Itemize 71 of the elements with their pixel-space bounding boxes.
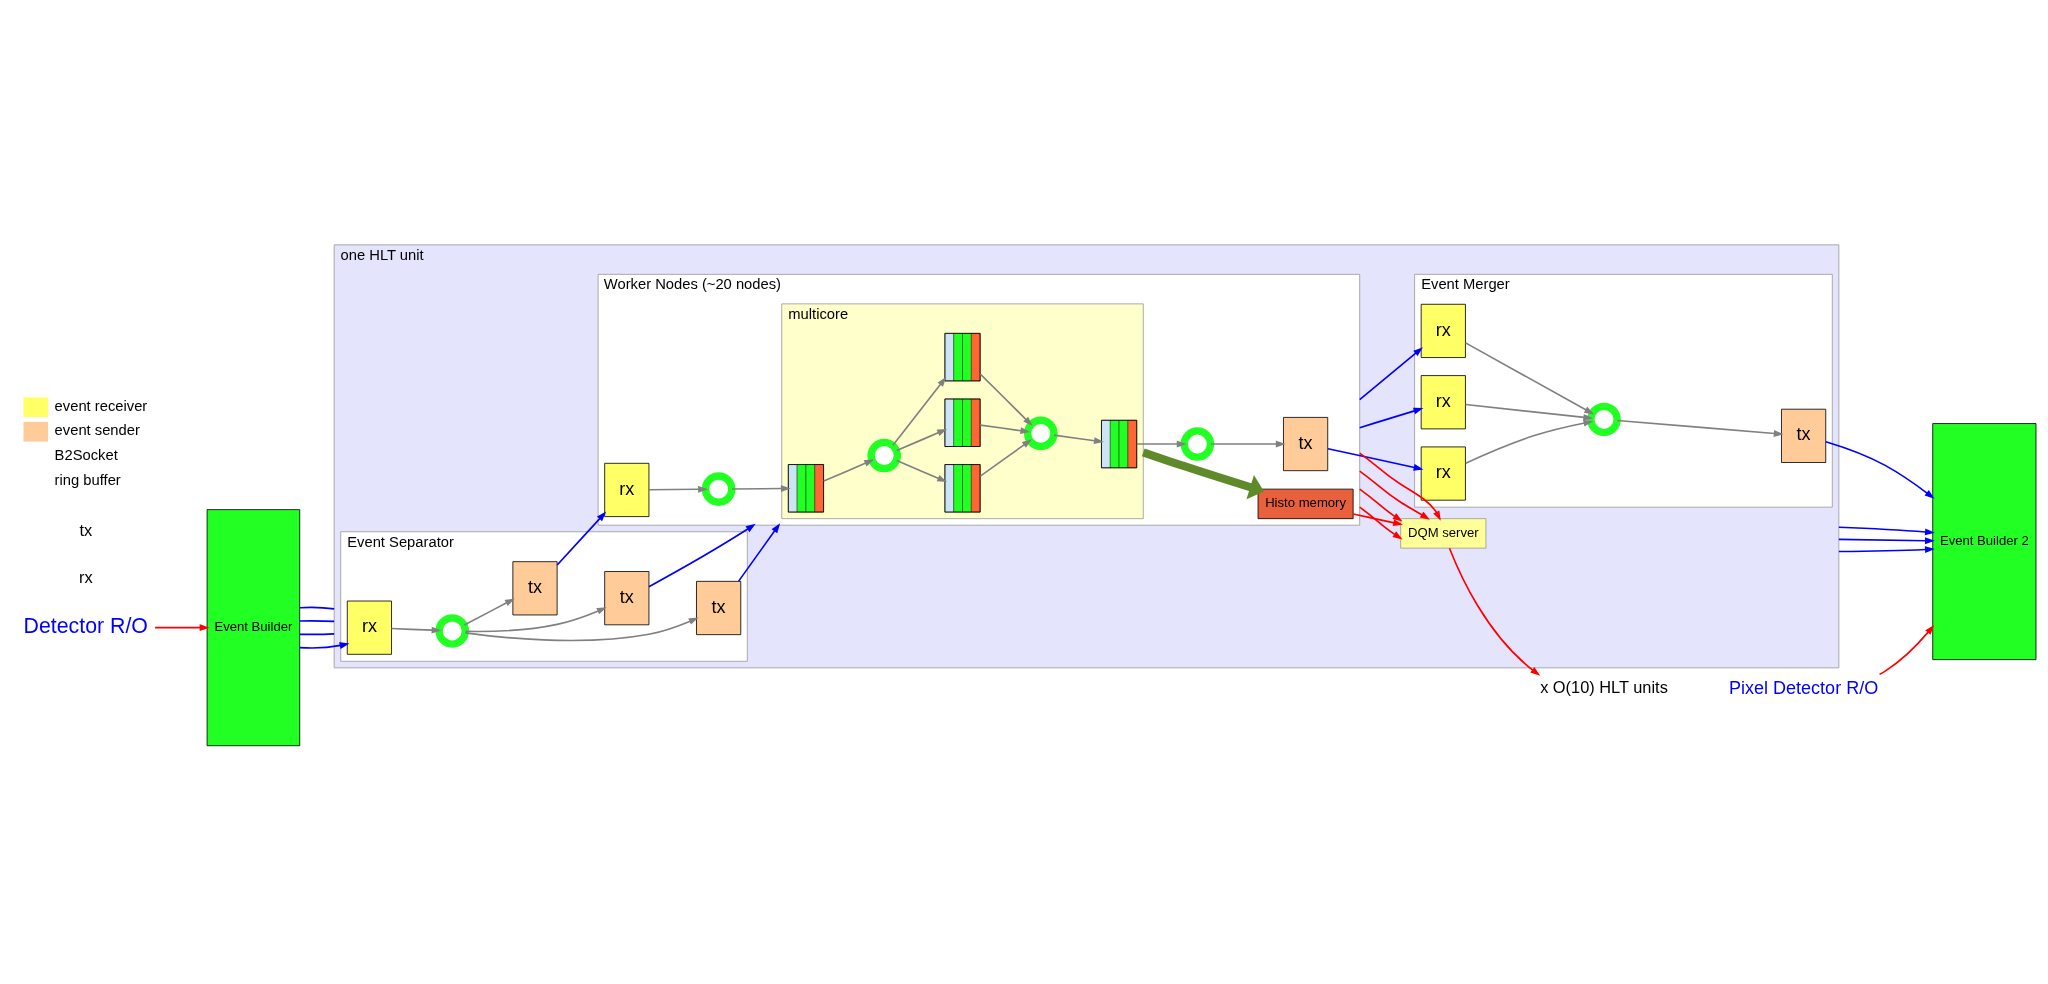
node-box: tx [1781, 408, 1827, 463]
arrow [1838, 526, 1935, 536]
node-box: rx [346, 600, 392, 655]
arrow [1616, 419, 1784, 437]
arrow [648, 485, 708, 493]
node-box: rx [1420, 303, 1466, 358]
node-text: Detector R/O [23, 613, 148, 638]
arrow [1358, 407, 1424, 429]
node-circle [1180, 427, 1215, 461]
connector [298, 606, 335, 610]
arrow [737, 523, 781, 582]
arrow [1358, 506, 1403, 540]
arrow [1358, 488, 1403, 522]
node-text: x O(10) HLT units [1540, 678, 1668, 697]
arrow [822, 459, 875, 482]
node-box: rx [1420, 446, 1466, 501]
arrow [979, 424, 1031, 435]
arrow [979, 373, 1033, 427]
node-box: tx [512, 561, 558, 616]
label: tx [79, 520, 93, 539]
node-box: Event Builder 2 [1932, 423, 2037, 661]
arrow [154, 624, 210, 632]
arrow [1358, 452, 1441, 521]
node-box: tx [604, 571, 650, 626]
node-box: rx [1420, 375, 1466, 430]
arrow [895, 459, 948, 483]
arrow [1838, 537, 1935, 545]
arrow [1352, 513, 1403, 527]
node-box: tx [696, 580, 742, 636]
arrow [390, 626, 442, 634]
arrow [464, 607, 607, 633]
arrow [731, 485, 791, 492]
arrow [979, 439, 1032, 477]
connector [298, 633, 335, 636]
node-circle [867, 438, 902, 473]
arrow [1053, 434, 1104, 445]
arrow [1327, 447, 1424, 471]
node-circle [435, 614, 469, 648]
arrow [1209, 440, 1286, 448]
node-circle [1587, 402, 1621, 437]
arrow [1448, 547, 1541, 676]
arrow [463, 598, 515, 626]
label: rx [78, 568, 93, 587]
arrow [556, 511, 607, 566]
arrow [1464, 342, 1595, 415]
arrow [1136, 440, 1187, 448]
arrow [648, 523, 756, 588]
arrow [892, 376, 947, 447]
arrow [1824, 440, 1935, 499]
node-box: Histo memory [1257, 488, 1354, 520]
arrow [1358, 470, 1430, 520]
arrow [1464, 403, 1594, 421]
node-box: tx [1283, 417, 1329, 472]
arrow [1838, 546, 1935, 553]
arrow [464, 617, 699, 642]
arrow [1878, 624, 1935, 676]
legend-label: event sender [54, 422, 140, 439]
arrow [298, 642, 350, 649]
arrow [895, 428, 948, 452]
arrow [1141, 448, 1264, 500]
node-circle [701, 472, 736, 506]
node-box: DQM server [1400, 518, 1487, 549]
arrow [1358, 347, 1423, 401]
node-text: Pixel Detector R/O [1729, 677, 1879, 698]
arrow [1464, 419, 1594, 465]
legend-label: B2Socket [54, 446, 118, 463]
node-box: Event Builder [206, 509, 301, 747]
connector [298, 620, 335, 623]
node-box: rx [604, 462, 650, 517]
legend-label: event receiver [54, 397, 148, 414]
legend-label: ring buffer [54, 471, 121, 488]
